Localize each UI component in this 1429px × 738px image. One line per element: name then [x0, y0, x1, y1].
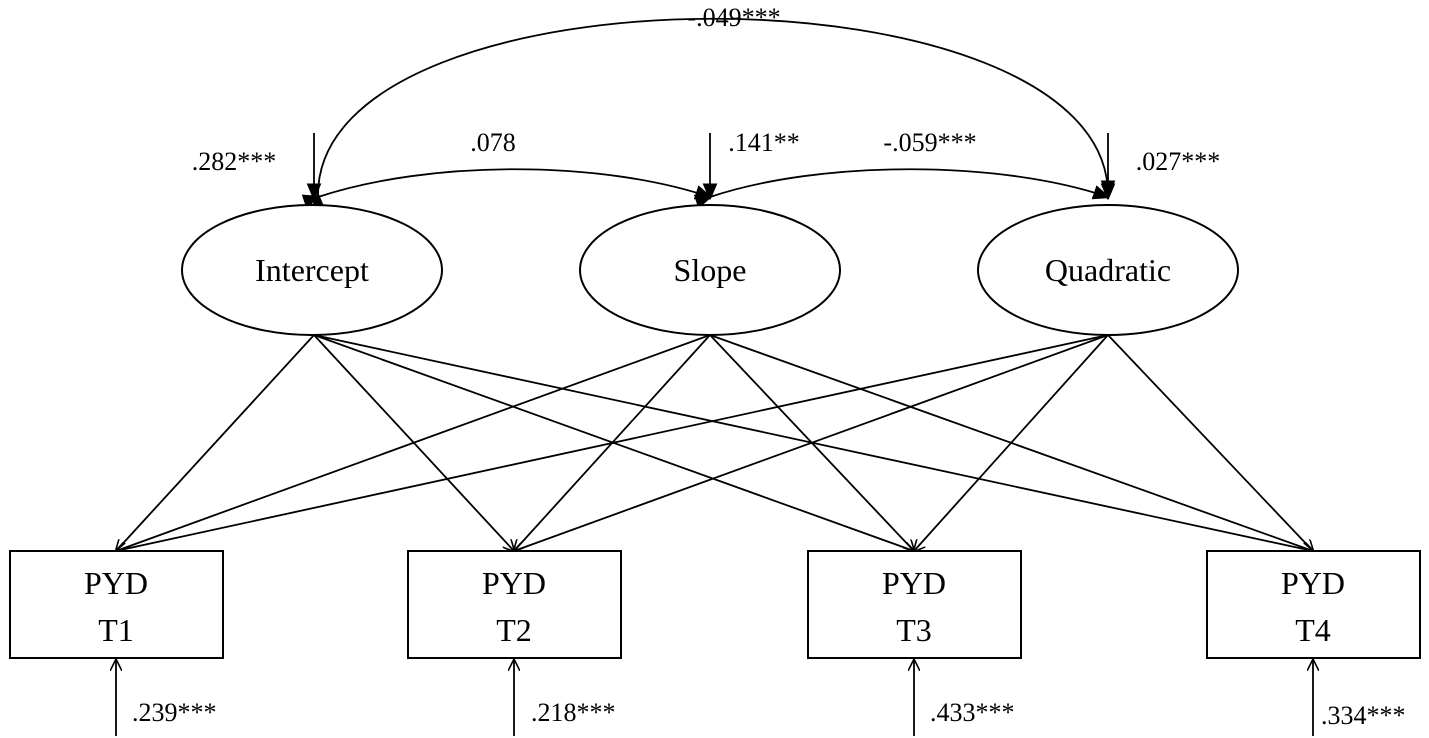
factor-loading-arrows: [116, 334, 1313, 551]
latent-factor-intercept: [181, 204, 443, 336]
covariance-intercept-quadratic: [318, 17, 1108, 195]
observed-label-t3-line2: T3: [896, 612, 932, 648]
latent-factor-slope: [579, 204, 841, 336]
loading-arrow-quadratic-t3: [914, 334, 1109, 551]
latent-factor-label-slope: Slope: [674, 252, 747, 288]
loading-arrow-intercept-t1: [116, 334, 315, 551]
observed-label-t2-line2: T2: [496, 612, 532, 648]
residual-label-t4: .334***: [1321, 701, 1406, 730]
observed-box-t4: [1206, 550, 1421, 659]
residual-label-t3: .433***: [930, 698, 1015, 727]
loading-arrow-quadratic-t2: [514, 334, 1109, 551]
loading-arrow-quadratic-t4: [1107, 334, 1313, 551]
latent-factor-label-quadratic: Quadratic: [1045, 252, 1171, 288]
observed-label-t2-line1: PYD: [482, 565, 546, 601]
latent-factor-quadratic: [977, 204, 1239, 336]
variance-label-slope: .141**: [728, 128, 800, 157]
covariance-slope-quadratic: [710, 168, 1108, 197]
observed-label-t1-line1: PYD: [84, 565, 148, 601]
variance-label-quadratic: .027***: [1136, 147, 1221, 176]
observed-label-t1-line2: T1: [98, 612, 134, 648]
observed-label-t3-line1: PYD: [882, 565, 946, 601]
latent-factor-label-intercept: Intercept: [255, 252, 369, 288]
observed-box-t3: [807, 550, 1022, 659]
residual-label-t1: .239***: [132, 698, 217, 727]
observed-box-t1: [9, 550, 224, 659]
variance-label-intercept: .282***: [192, 147, 277, 176]
observed-label-t4-line2: T4: [1295, 612, 1331, 648]
covariance-label-intercept-slope: .078: [470, 128, 516, 157]
observed-box-t2: [407, 550, 622, 659]
covariance-label-intercept-quadratic: -.049***: [687, 3, 780, 32]
observed-label-t4-line1: PYD: [1281, 565, 1345, 601]
loading-arrow-slope-t1: [116, 334, 711, 551]
loading-arrow-quadratic-t1: [116, 334, 1109, 551]
residual-label-t2: .218***: [531, 698, 616, 727]
covariance-intercept-slope: [318, 168, 710, 197]
covariance-label-slope-quadratic: -.059***: [883, 128, 976, 157]
